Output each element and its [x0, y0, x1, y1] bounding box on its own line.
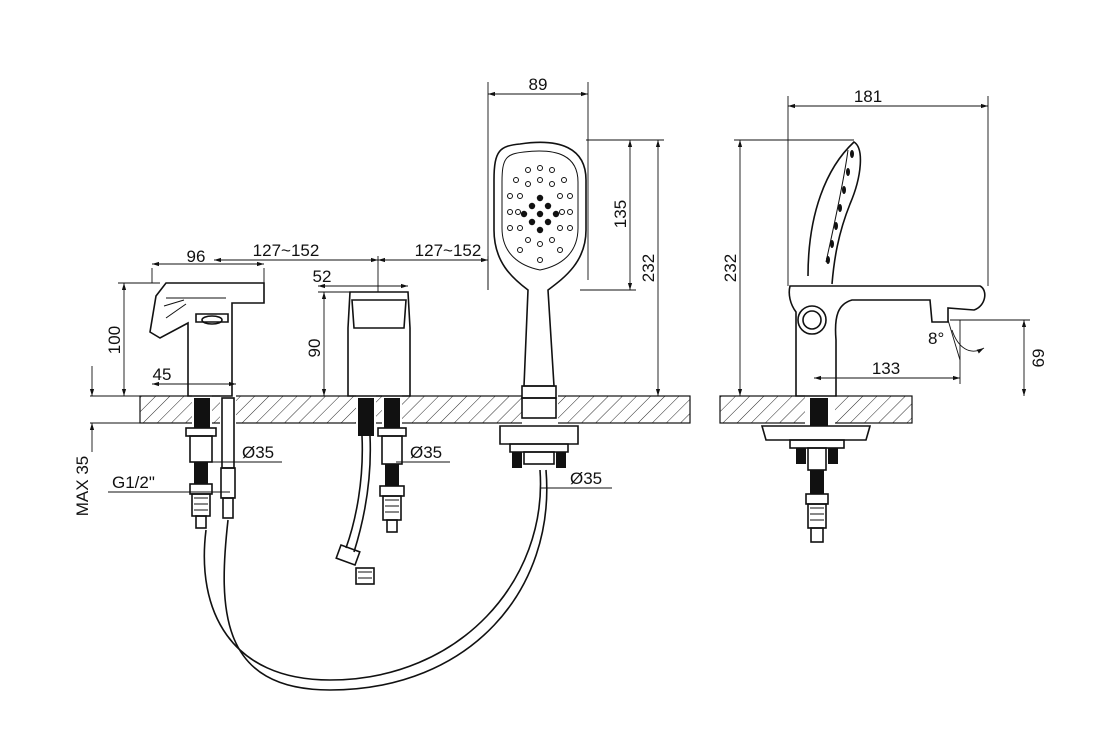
dim-angle: 8°	[928, 329, 944, 348]
dim-max-deck: MAX 35	[73, 456, 92, 516]
dim-handle-height: 90	[305, 339, 324, 358]
dim-side-depth: 181	[854, 87, 882, 106]
dim-side-total-height: 232	[721, 254, 740, 282]
dim-handshower-head-height: 135	[611, 200, 630, 228]
dim-spout-width: 96	[187, 247, 206, 266]
dim-spacing-1: 127~152	[253, 241, 320, 260]
spout-front-view	[149, 282, 265, 529]
dim-handshower-width: 89	[529, 75, 548, 94]
spray-nozzles	[507, 165, 573, 263]
dim-handle-width: 52	[313, 267, 332, 286]
dim-spout-height: 100	[105, 326, 124, 354]
dim-hole-dia-3: Ø35	[570, 469, 602, 488]
dim-spacing-2: 127~152	[415, 241, 482, 260]
dim-spout-pipe-offset: 45	[153, 365, 172, 384]
dimension-lines	[89, 82, 1030, 493]
side-view	[760, 141, 986, 543]
dim-handshower-total-height: 232	[639, 254, 658, 282]
dim-outlet-height: 69	[1029, 349, 1048, 368]
dim-thread: G1/2"	[112, 473, 155, 492]
dimension-labels: 96 127~152 127~152 52 89 181 100 90 135 …	[73, 75, 1048, 516]
hand-shower-front-view	[203, 141, 587, 691]
mixer-handle-front-view	[335, 291, 411, 585]
dim-hole-dia-1: Ø35	[242, 443, 274, 462]
dim-hole-dia-2: Ø35	[410, 443, 442, 462]
dim-spout-reach: 133	[872, 359, 900, 378]
